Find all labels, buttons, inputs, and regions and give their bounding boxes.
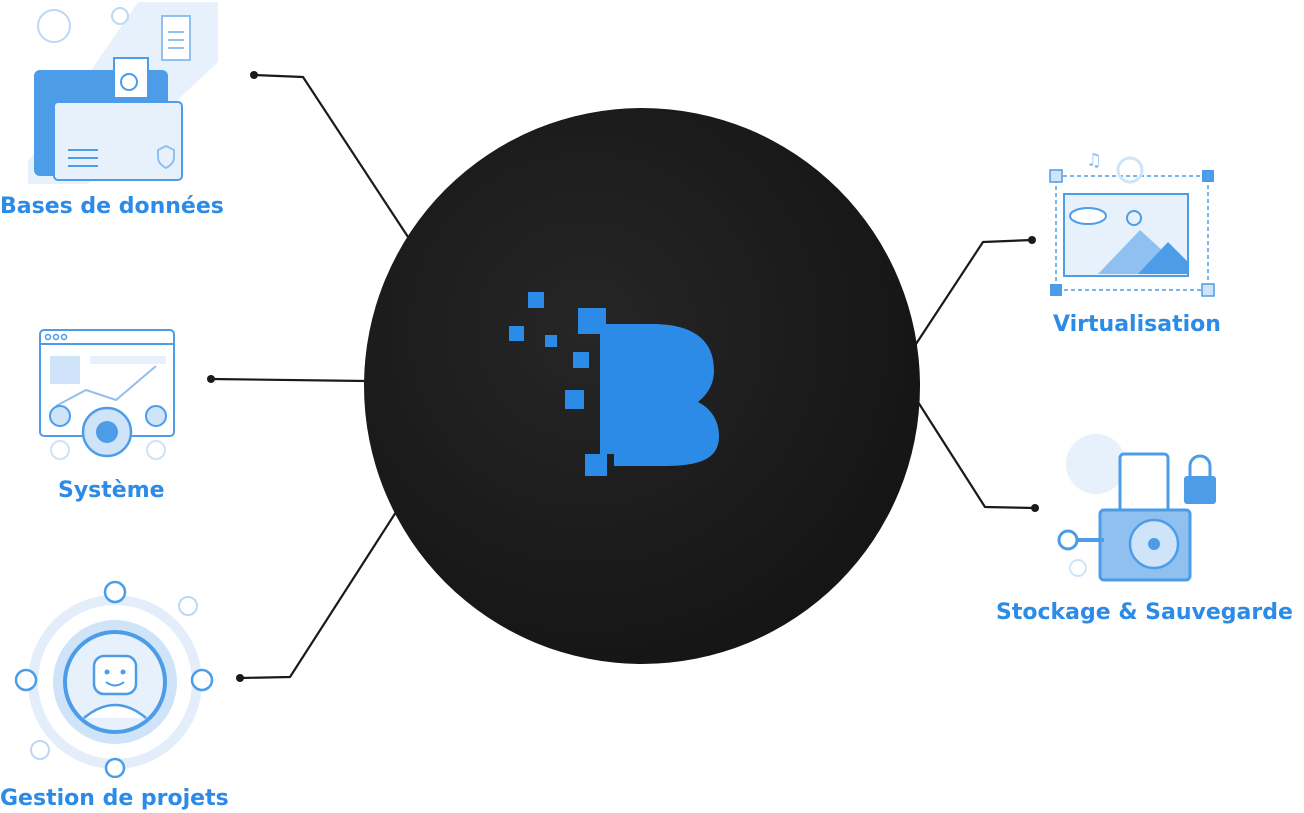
connector-dot-virt: [1028, 236, 1036, 244]
connector-dot-systeme: [207, 375, 215, 383]
hub-circle: [364, 108, 920, 664]
database-folder-icon: [28, 2, 218, 184]
node-label-stockage: Stockage & Sauvegarde: [996, 600, 1293, 625]
connector-dot-bases: [250, 71, 258, 79]
connector-systeme: [209, 377, 368, 383]
connector-gestion: [238, 510, 398, 680]
connector-stockage: [916, 400, 1037, 510]
system-gears-icon: [39, 329, 175, 460]
virtualization-screen-icon: ♫: [1049, 150, 1215, 297]
project-management-icon: [14, 580, 214, 778]
brand-logo-icon: [509, 292, 719, 476]
connector-dot-stockage: [1031, 504, 1039, 512]
storage-safe-icon: [1057, 434, 1216, 582]
node-label-bases: Bases de données: [0, 194, 224, 219]
connector-virt: [914, 238, 1034, 346]
node-label-virt: Virtualisation: [1053, 312, 1221, 337]
connector-dot-gestion: [236, 674, 244, 682]
svg-text:♫: ♫: [1086, 150, 1102, 171]
connector-bases: [252, 73, 412, 242]
node-label-gestion: Gestion de projets: [0, 786, 229, 811]
node-label-systeme: Système: [58, 478, 165, 503]
